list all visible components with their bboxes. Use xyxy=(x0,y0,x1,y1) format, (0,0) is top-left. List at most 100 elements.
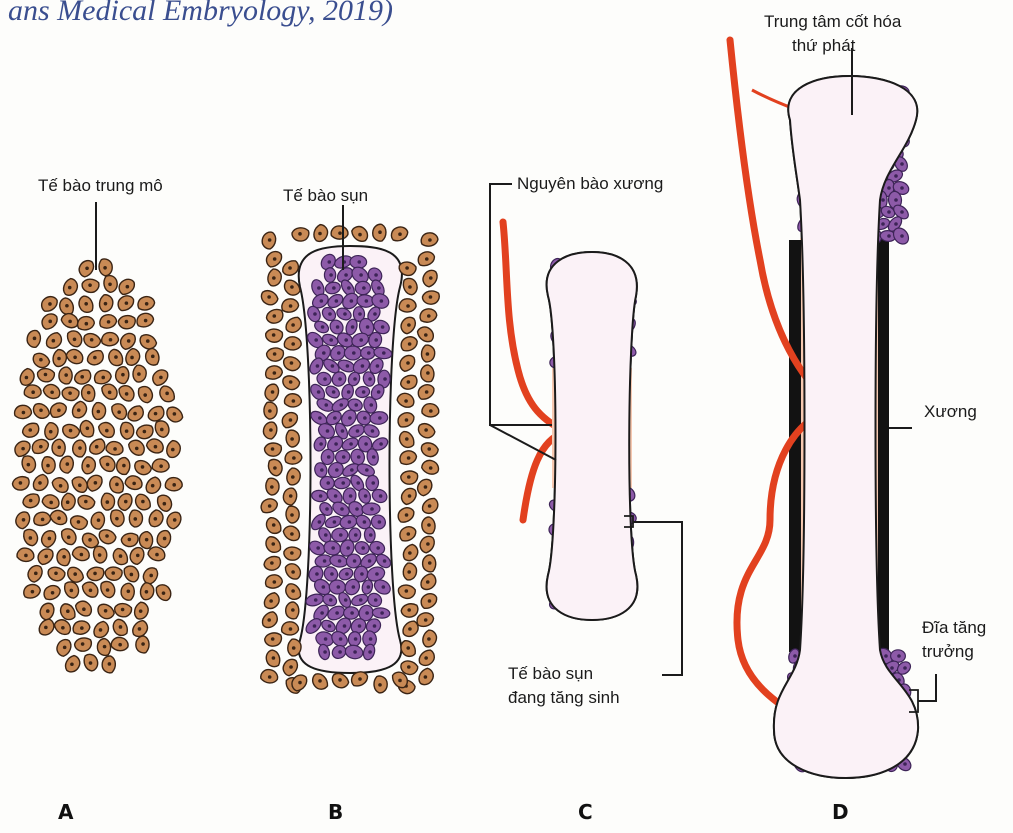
cell-nucleus xyxy=(65,303,69,308)
cell-nucleus xyxy=(120,607,125,612)
cell-nucleus xyxy=(79,552,84,557)
cell-nucleus xyxy=(290,437,294,441)
cell-nucleus xyxy=(338,231,342,235)
cell-nucleus xyxy=(427,599,432,603)
cell-nucleus xyxy=(352,351,356,355)
panel-c-primary-ossification xyxy=(489,183,683,676)
cell-nucleus xyxy=(149,573,153,578)
cell-nucleus xyxy=(370,429,375,433)
cell-nucleus xyxy=(365,325,370,329)
cell-nucleus xyxy=(66,609,70,613)
cell-nucleus xyxy=(320,611,324,615)
cell-nucleus xyxy=(382,559,387,563)
cell-nucleus xyxy=(40,517,45,522)
cell-nucleus xyxy=(118,642,122,647)
chondrocytes xyxy=(305,253,393,661)
cell-nucleus xyxy=(105,428,109,433)
cell-nucleus xyxy=(155,552,159,557)
cell-nucleus xyxy=(405,266,409,270)
cell-nucleus xyxy=(49,500,53,505)
cell-nucleus xyxy=(21,517,26,522)
cell-nucleus xyxy=(289,361,294,365)
cell-nucleus xyxy=(288,418,293,422)
cell-nucleus xyxy=(350,325,355,329)
stage-letter-b: B xyxy=(328,800,344,824)
cell-nucleus xyxy=(96,409,101,414)
cell-nucleus xyxy=(132,481,136,486)
cell-nucleus xyxy=(288,380,293,384)
cell-nucleus xyxy=(405,437,409,441)
cell-nucleus xyxy=(159,375,163,380)
cell-nucleus xyxy=(291,646,296,650)
cell-nucleus xyxy=(26,462,31,467)
cell-nucleus xyxy=(126,339,131,343)
cell-nucleus xyxy=(793,654,797,658)
cell-nucleus xyxy=(373,598,378,602)
cell-nucleus xyxy=(50,590,55,595)
cell-nucleus xyxy=(351,585,356,589)
cell-nucleus xyxy=(85,266,89,271)
cell-nucleus xyxy=(318,231,322,236)
cell-nucleus xyxy=(428,276,433,280)
cell-nucleus xyxy=(270,637,275,641)
cell-nucleus xyxy=(424,390,429,394)
cell-nucleus xyxy=(267,295,271,299)
cell-nucleus xyxy=(38,481,42,485)
cell-nucleus xyxy=(352,559,357,563)
cell-nucleus xyxy=(162,501,167,506)
cell-nucleus xyxy=(161,591,166,595)
cell-nucleus xyxy=(115,516,119,521)
cell-nucleus xyxy=(105,462,110,467)
cell-nucleus xyxy=(369,403,374,407)
cell-nucleus xyxy=(323,377,327,381)
cell-nucleus xyxy=(103,608,108,613)
cell-nucleus xyxy=(57,356,61,361)
cell-nucleus xyxy=(358,232,362,237)
cell-nucleus xyxy=(65,500,70,505)
cell-nucleus xyxy=(370,507,374,511)
cell-nucleus xyxy=(406,475,411,479)
cell-nucleus xyxy=(76,408,81,412)
cell-nucleus xyxy=(894,174,898,178)
osteoblast-leader xyxy=(489,183,552,426)
cell-nucleus xyxy=(44,625,48,630)
cell-nucleus xyxy=(340,507,344,511)
cell-nucleus xyxy=(353,637,358,641)
cell-nucleus xyxy=(345,364,350,368)
cell-nucleus xyxy=(61,625,65,630)
cell-nucleus xyxy=(426,314,431,318)
cell-nucleus xyxy=(80,626,84,630)
cell-nucleus xyxy=(272,314,277,318)
cell-nucleus xyxy=(162,536,167,541)
cell-nucleus xyxy=(292,456,296,460)
cell-nucleus xyxy=(28,536,33,540)
cell-nucleus xyxy=(345,572,349,576)
cell-nucleus xyxy=(108,282,112,287)
cell-nucleus xyxy=(141,499,145,504)
cell-nucleus xyxy=(113,447,117,451)
cell-nucleus xyxy=(398,232,402,237)
cell-nucleus xyxy=(355,429,360,433)
cell-nucleus xyxy=(134,446,139,451)
cell-nucleus xyxy=(72,337,77,342)
cell-nucleus xyxy=(884,654,888,658)
cell-nucleus xyxy=(64,373,68,377)
cell-nucleus xyxy=(290,551,294,555)
cell-nucleus xyxy=(159,427,164,432)
cell-nucleus xyxy=(328,598,333,602)
cell-nucleus xyxy=(96,518,101,522)
cell-nucleus xyxy=(323,650,327,654)
cell-nucleus xyxy=(97,553,102,557)
cell-nucleus xyxy=(313,598,318,602)
cell-nucleus xyxy=(18,481,23,485)
cell-nucleus xyxy=(68,391,72,395)
cell-nucleus xyxy=(887,234,891,238)
cell-nucleus xyxy=(57,445,62,450)
cell-nucleus xyxy=(903,762,907,766)
cell-nucleus xyxy=(407,323,411,327)
cell-nucleus xyxy=(894,222,898,226)
cell-nucleus xyxy=(329,273,333,277)
cell-nucleus xyxy=(367,351,371,355)
cell-nucleus xyxy=(365,468,369,472)
cell-nucleus xyxy=(341,455,346,459)
